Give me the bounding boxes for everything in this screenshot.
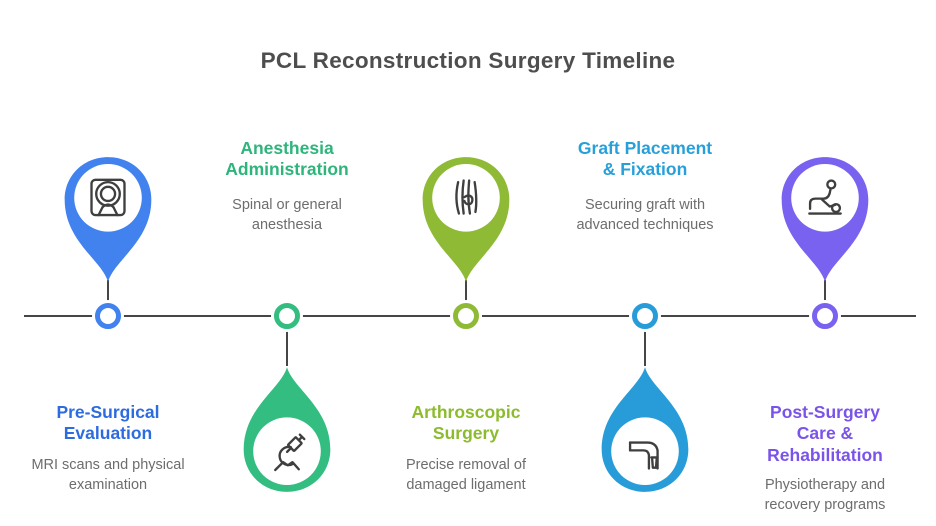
milestone-title: Arthroscopic Surgery: [411, 402, 521, 444]
timeline-marker: [95, 303, 121, 329]
milestone-pin-anesthesia: [243, 367, 331, 492]
milestone-pin-arthroscopic: [422, 157, 510, 282]
milestone-description: Spinal or general anesthesia: [232, 197, 342, 233]
milestone-description: Precise removal of damaged ligament: [405, 457, 527, 493]
milestone-title: Graft Placement & Fixation: [577, 138, 713, 180]
knee-joint-graft-icon: [628, 441, 659, 470]
milestone-pin-graft: [601, 367, 689, 492]
physiotherapy-icon: [808, 179, 842, 215]
milestone-title: Post-Surgery Care & Rehabilitation: [767, 402, 883, 465]
milestone-description: Physiotherapy and recovery programs: [764, 477, 886, 513]
knee-ligament-icon: [455, 179, 478, 215]
pin-connector: [286, 316, 288, 366]
syringe-icon: [274, 433, 306, 472]
milestone-pin-rehabilitation: [781, 157, 869, 282]
page-title: PCL Reconstruction Surgery Timeline: [260, 48, 676, 73]
milestone-title: Pre-Surgical Evaluation: [56, 402, 160, 444]
timeline-marker: [274, 303, 300, 329]
milestone-description: Securing graft with advanced techniques: [576, 197, 714, 233]
pin-connector: [107, 280, 109, 318]
pin-connector: [824, 280, 826, 318]
timeline-marker: [453, 303, 479, 329]
milestone-title: Anesthesia Administration: [225, 138, 349, 180]
pin-connector: [644, 316, 646, 366]
milestone-description: MRI scans and physical examination: [31, 457, 185, 493]
timeline-marker: [632, 303, 658, 329]
milestone-pin-pre-surgical: [64, 157, 152, 282]
mri-scanner-icon: [90, 178, 126, 217]
pin-connector: [465, 280, 467, 318]
timeline-marker: [812, 303, 838, 329]
